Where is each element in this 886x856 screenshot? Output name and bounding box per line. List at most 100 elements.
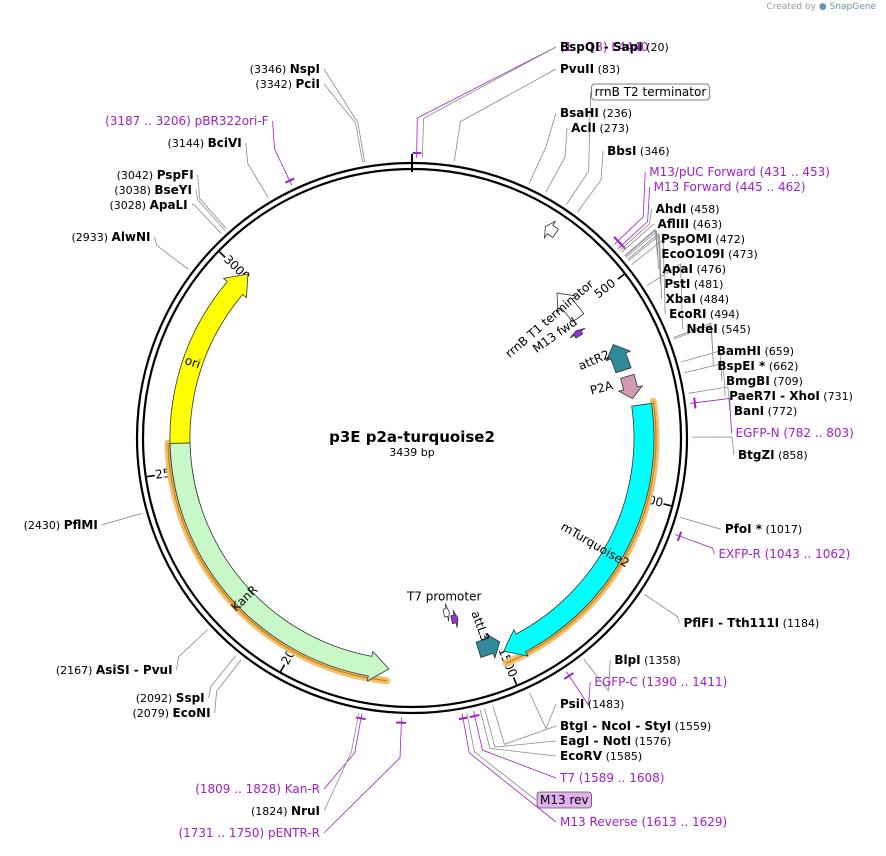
enzyme-name-2: - NotI [589, 734, 631, 748]
feature-rrnb-t2-terminator [543, 220, 560, 240]
enzyme-name: NruI [291, 804, 320, 818]
label-pflfi: PflFI - Tth111I (1184) [683, 616, 819, 630]
enzyme-name: XbaI [666, 292, 696, 306]
enzyme-position: (473) [725, 248, 758, 261]
enzyme-position: (3346) [250, 63, 290, 76]
enzyme-position: (1483) [584, 698, 624, 711]
tick-2000 [279, 664, 286, 673]
leader-ecoo109i [624, 229, 658, 257]
leader-apali [191, 203, 222, 234]
label-econi: (2079) EcoNI [132, 706, 210, 720]
leader-bsahi [528, 112, 557, 184]
label-ecorv: EcoRV (1585) [560, 749, 642, 763]
enzyme-position: (236) [599, 107, 632, 120]
label-egfp-n-782-803: EGFP-N (782 .. 803) [736, 426, 854, 440]
feature-m13-rev [442, 603, 450, 622]
enzyme-position: (2079) [132, 707, 172, 720]
label-m13-rev: M13 rev [540, 793, 589, 807]
enzyme-position: (476) [693, 263, 726, 276]
feature-kanr [169, 442, 390, 682]
leader-paer7i [684, 362, 726, 397]
tick-1000 [663, 503, 673, 507]
label-m13-reverse-1613-1629: M13 Reverse (1613 .. 1629) [560, 815, 727, 829]
enzyme-name: AclI [571, 121, 596, 135]
leader-sspi [208, 655, 237, 699]
label-psii: PsiI (1483) [560, 697, 624, 711]
enzyme-name: PvuII [560, 62, 594, 76]
label-1-18-l4440: (1 .. 18) L4440 [560, 40, 649, 54]
leader-pspfi [197, 174, 227, 229]
leader-bcivi [245, 142, 269, 198]
enzyme-position: (481) [690, 278, 723, 291]
leader-afliii [621, 223, 654, 253]
feature-label-p2a: P2A [589, 378, 616, 398]
feature-m13-fwd [569, 327, 586, 339]
enzyme-name: BlpI [614, 653, 640, 667]
leader-egfp-n-782-803 [689, 398, 732, 434]
leader-psti [627, 232, 661, 285]
enzyme-name: PspOMI [661, 232, 712, 246]
plasmid-size: 3439 bp [389, 446, 435, 459]
leader-pvuii [453, 68, 557, 162]
leader-acli [545, 127, 568, 193]
tick-500 [617, 273, 626, 280]
label-blpi: BlpI (1358) [614, 653, 680, 667]
enzyme-name: EcoNI [173, 706, 211, 720]
enzyme-position: (20) [643, 41, 669, 54]
leader-asisi [176, 629, 209, 671]
enzyme-name: EcoO109I [661, 247, 724, 261]
leader-1-18-l4440 [416, 46, 557, 159]
enzyme-position: (1559) [671, 720, 711, 733]
enzyme-position: (1358) [641, 654, 681, 667]
label-ecoo109i: EcoO109I (473) [661, 247, 757, 261]
enzyme-position: (83) [594, 63, 620, 76]
tick-label-500: 500 [592, 276, 619, 301]
enzyme-name: NdeI [687, 322, 718, 336]
label-pcii: (3342) PciI [255, 77, 320, 91]
label-btgzi: BtgZI (858) [738, 448, 808, 462]
label-acli: AclI (273) [571, 121, 629, 135]
label-xbai: XbaI (484) [666, 292, 729, 306]
label-bsahi: BsaHI (236) [560, 106, 632, 120]
enzyme-position: (1184) [779, 617, 819, 630]
enzyme-name: BspQI [560, 40, 600, 54]
tick-2500 [145, 474, 155, 478]
enzyme-position: (2092) [136, 692, 176, 705]
enzyme-name: BamHI [717, 344, 761, 358]
leader-psii [528, 692, 557, 730]
label-pspfi: (3042) PspFI [117, 168, 194, 182]
label-psti: PstI (481) [664, 277, 723, 291]
enzyme-name: ApaLI [150, 198, 188, 212]
enzyme-name: BspEI * [717, 359, 766, 373]
enzyme-name: PflMI [64, 518, 98, 532]
label-ecori: EcoRI (494) [669, 307, 739, 321]
leader-ecorv [479, 709, 557, 757]
label-box-m13-rev [536, 791, 592, 809]
enzyme-name: BseYI [154, 183, 192, 197]
enzyme-position: (709) [770, 375, 803, 388]
enzyme-name: BmgBI [726, 374, 770, 388]
enzyme-name: EagI [560, 734, 589, 748]
label-bseyi: (3038) BseYI [114, 183, 192, 197]
label-pspomi: PspOMI (472) [661, 232, 745, 246]
leader-bspqi [421, 46, 557, 159]
feature-label-rrnb-t1-terminator: rrnB T1 terminator [503, 277, 597, 361]
enzyme-name: BciVI [208, 136, 242, 150]
leader-t7-1589-1608 [473, 711, 557, 779]
enzyme-name: AsiSI - PvuI [96, 663, 173, 677]
leader-pcii [323, 83, 364, 163]
enzyme-position: (3028) [109, 199, 149, 212]
leader-bmgbi [681, 350, 723, 382]
plasmid-name: p3E p2a-turquoise2 [329, 428, 495, 446]
label-1731-1750-pentr-r: (1731 .. 1750) pENTR-R [178, 826, 320, 840]
enzyme-name: PflFI [683, 616, 713, 630]
orf-highlights [164, 397, 660, 685]
label-egfp-c-1390-1411: EGFP-C (1390 .. 1411) [594, 675, 727, 689]
enzyme-position: (273) [596, 122, 629, 135]
enzyme-position: (772) [764, 405, 797, 418]
enzyme-position: (3038) [114, 184, 154, 197]
leader-1731-1750-pentr-r [323, 717, 402, 834]
enzyme-position: (2167) [56, 664, 96, 677]
